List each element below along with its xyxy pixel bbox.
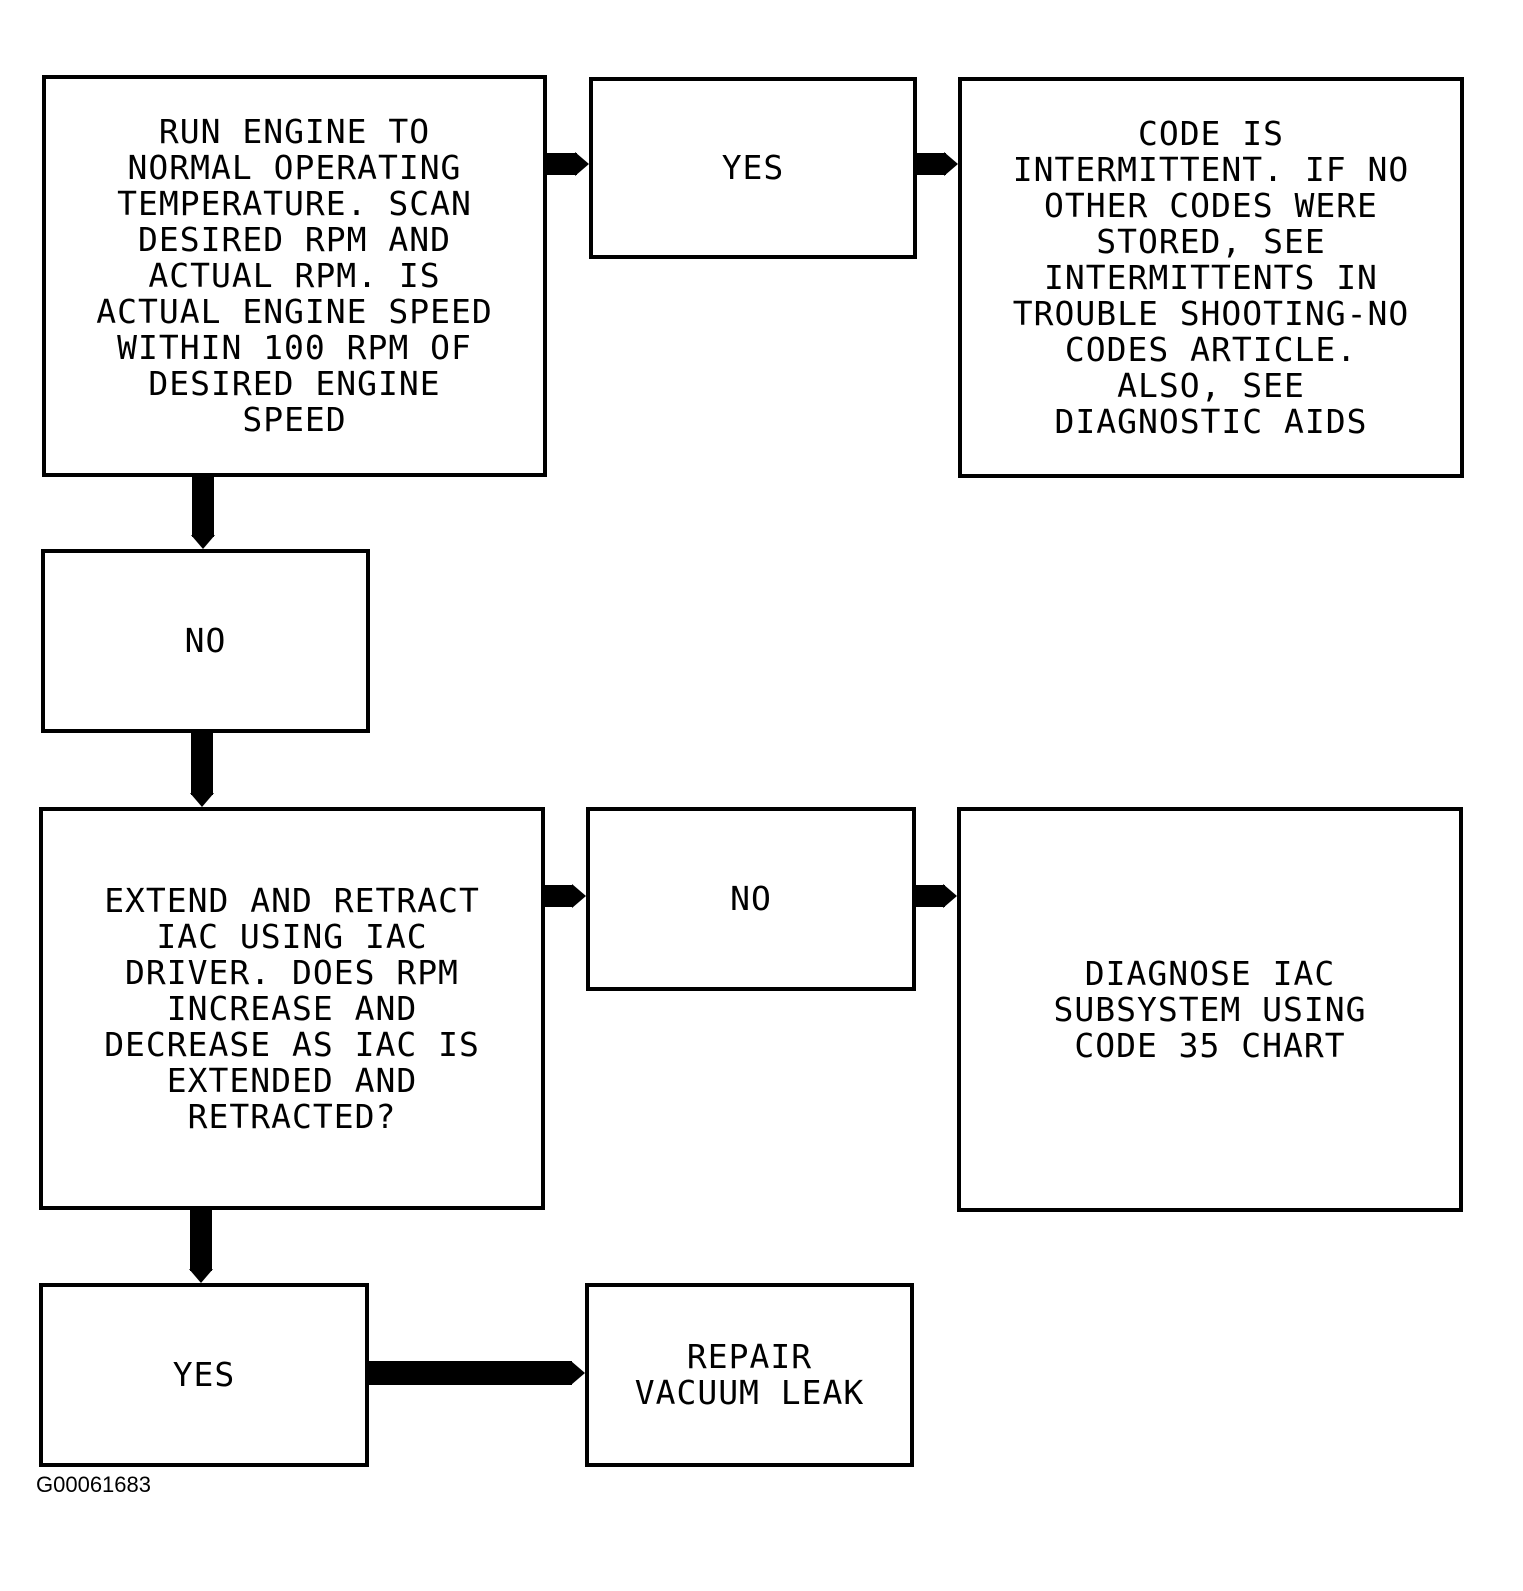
diagnose-iac-box: DIAGNOSE IAC SUBSYSTEM USING CODE 35 CHA… — [957, 807, 1463, 1212]
arrow-head-right — [571, 1361, 585, 1385]
figure-id: G00061683 — [36, 1472, 151, 1497]
connector-step2-no — [545, 885, 573, 907]
step2-yes-box: YES — [39, 1283, 369, 1467]
connector-no-diagnose — [916, 885, 945, 907]
repair-vacuum-leak-box: REPAIR VACUUM LEAK — [585, 1283, 914, 1467]
arrow-head-down — [191, 535, 215, 549]
step1-no-box: NO — [41, 549, 370, 733]
step1-box: RUN ENGINE TO NORMAL OPERATING TEMPERATU… — [42, 75, 547, 477]
arrow-head-right — [575, 152, 589, 176]
step2-no-box: NO — [586, 807, 916, 991]
connector-yes-repair — [369, 1361, 572, 1385]
connector-step1-yes — [547, 153, 577, 175]
connector-no-step2 — [191, 733, 213, 795]
connector-yes-intermittent — [917, 153, 946, 175]
connector-step2-yes — [190, 1210, 212, 1271]
step1-yes-box: YES — [589, 77, 917, 259]
intermittent-code-box: CODE IS INTERMITTENT. IF NO OTHER CODES … — [958, 77, 1464, 478]
connector-step1-no — [192, 477, 214, 537]
arrow-head-right — [572, 884, 586, 908]
arrow-head-right — [943, 884, 957, 908]
arrow-head-right — [944, 152, 958, 176]
arrow-head-down — [189, 1269, 213, 1283]
arrow-head-down — [190, 793, 214, 807]
step2-box: EXTEND AND RETRACT IAC USING IAC DRIVER.… — [39, 807, 545, 1210]
